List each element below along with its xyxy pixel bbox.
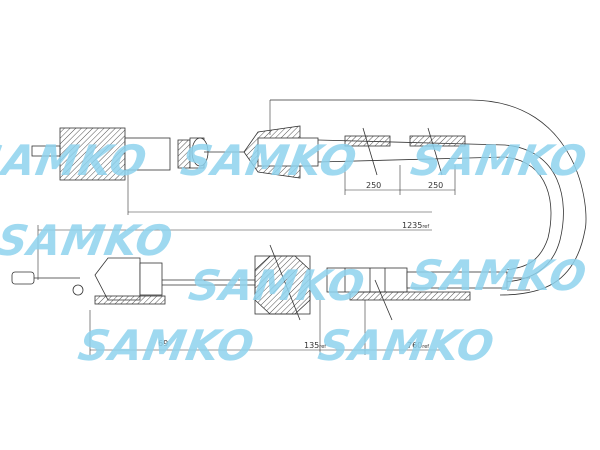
lower-ferrule	[326, 267, 408, 293]
dim-right: 760ref	[407, 341, 429, 350]
dim-middle-unit: ref	[319, 344, 326, 350]
dim-right-unit: ref	[422, 344, 429, 350]
dim-segment-right: 250	[428, 181, 443, 190]
watermark-group: SAMKO SAMKO SAMKO SAMKO SAMKO SAMKO SAMK…	[0, 136, 591, 370]
watermark-logo-3: SAMKO	[407, 136, 591, 185]
watermark-logo-4: SAMKO	[0, 216, 177, 265]
cable-bend	[270, 99, 587, 296]
watermark-logo-5: SAMKO	[185, 261, 369, 310]
dimension-lines	[37, 100, 456, 355]
dim-segment-left: 250	[366, 181, 381, 190]
dim-overall: 1235ref	[402, 221, 429, 230]
watermark-logo-8: SAMKO	[315, 321, 499, 370]
watermark-logo-7: SAMKO	[75, 321, 259, 370]
upper-cable-assembly	[31, 125, 506, 181]
upper-sleeve-2	[409, 135, 466, 147]
watermark-logo-1: SAMKO	[0, 136, 151, 185]
upper-sleeve-1	[344, 135, 391, 147]
lower-eye-end	[11, 271, 35, 285]
dim-overall-unit: ref	[422, 224, 429, 230]
lower-cable-assembly	[11, 244, 530, 321]
dim-middle: 135ref	[304, 341, 326, 350]
watermark-logo-2: SAMKO	[177, 136, 361, 185]
watermark-logo-6: SAMKO	[407, 251, 591, 300]
dim-inner-left: 69	[158, 339, 168, 348]
